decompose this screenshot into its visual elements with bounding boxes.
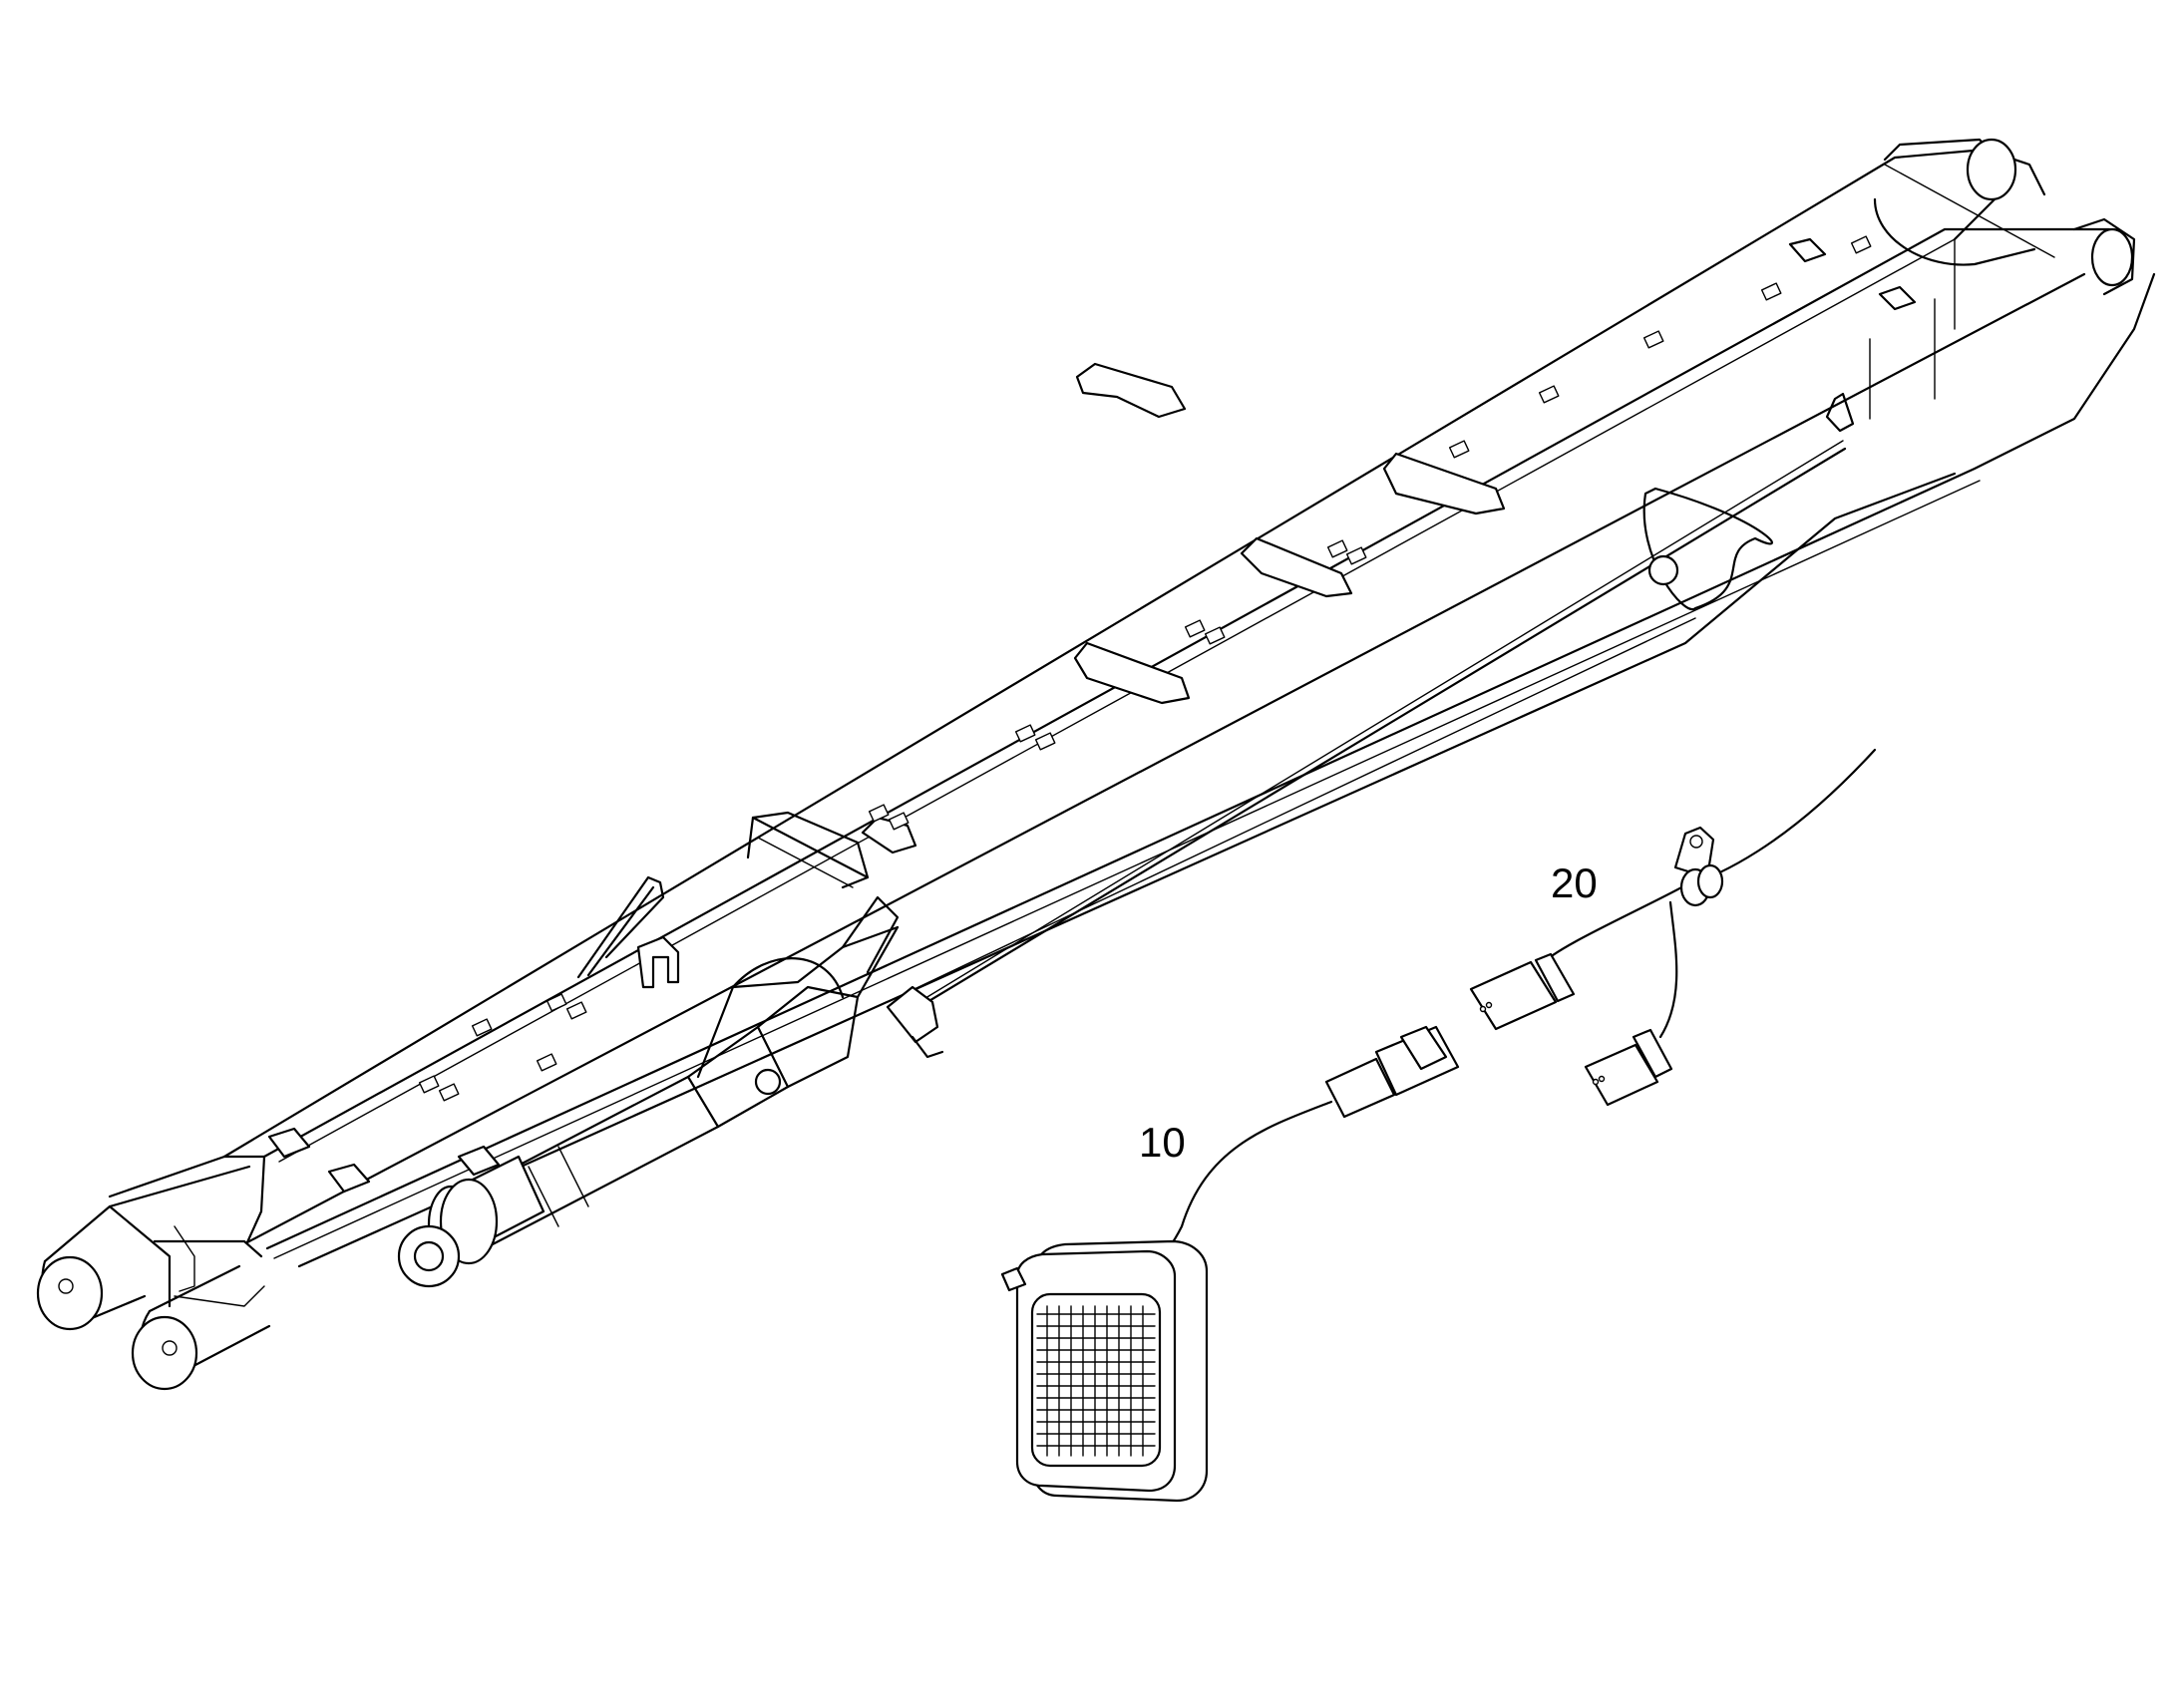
boom-arm — [36, 138, 2156, 1391]
hydraulic-cylinder — [397, 895, 900, 1288]
callout-10: 10 — [1139, 1119, 1186, 1166]
work-light — [1000, 1025, 1460, 1503]
top-plate-brackets — [861, 362, 1506, 854]
hose-clamp — [886, 985, 944, 1059]
rivet-pads — [418, 235, 1872, 1102]
callout-20: 20 — [1551, 859, 1598, 906]
wiring-harness — [1469, 748, 1877, 1107]
lens-grid — [1036, 1305, 1156, 1457]
cover-plates — [267, 237, 1917, 1194]
